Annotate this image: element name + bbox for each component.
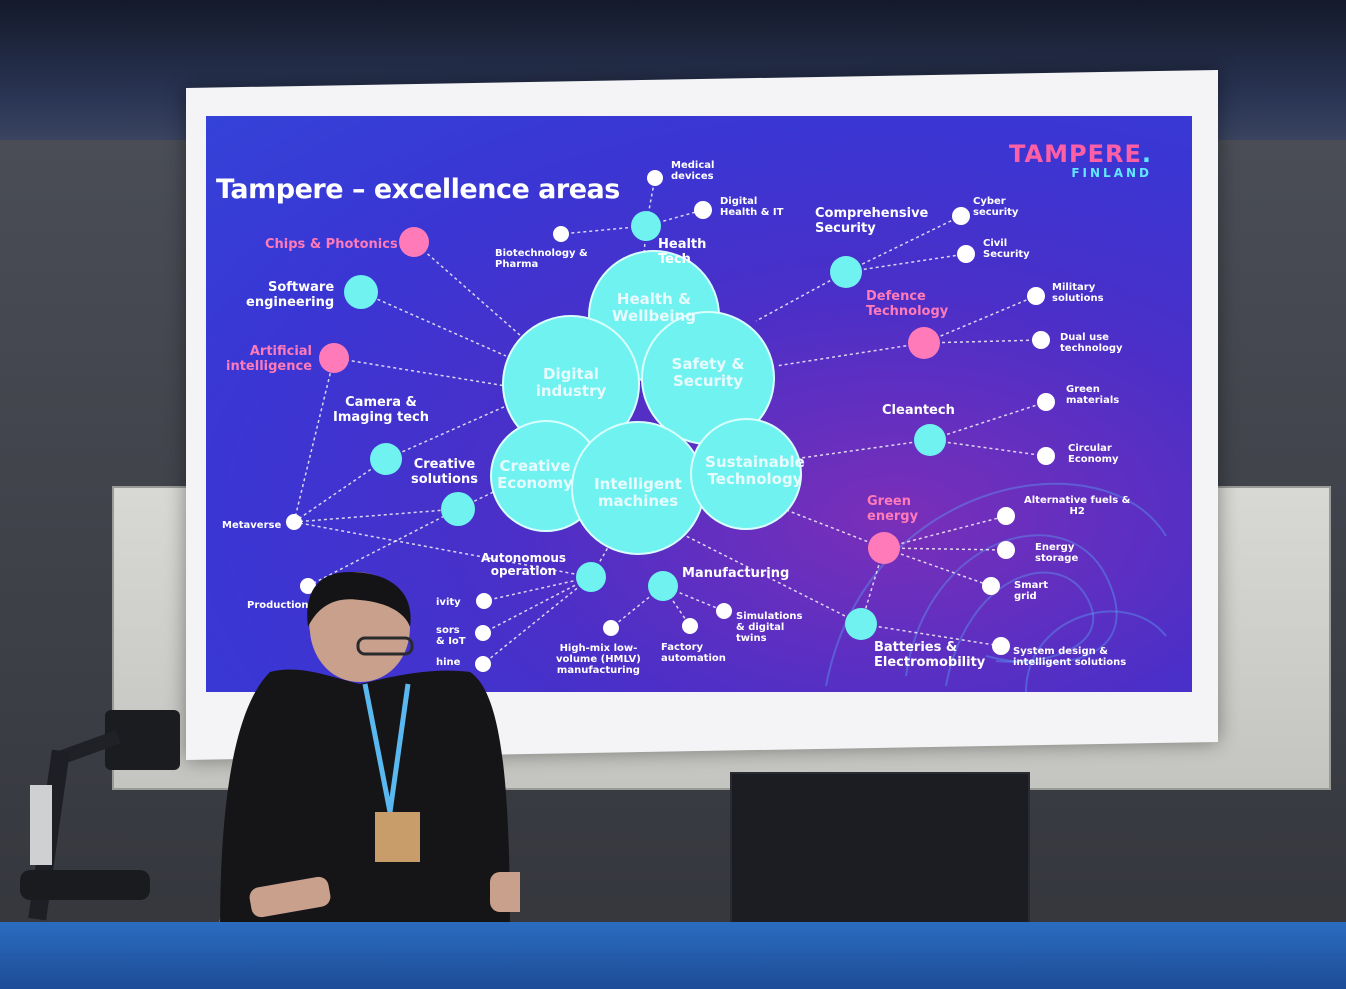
label-smart-grid: Smart grid xyxy=(1014,580,1049,602)
core-digital-industry: Digital industry xyxy=(535,365,607,400)
core-sustainable-technology: Sustainable Technology xyxy=(705,453,805,488)
label-partial-ivity: ivity xyxy=(436,597,461,608)
label-cleantech: Cleantech xyxy=(882,403,955,418)
label-partial-machine: hine xyxy=(436,657,461,668)
label-software-engineering: Software engineering xyxy=(246,280,335,310)
label-artificial-intelligence: Artificial intelligence xyxy=(226,344,313,374)
label-autonomous-operation: Autonomous operation xyxy=(481,551,567,578)
logo-subtitle: FINLAND xyxy=(1071,166,1152,180)
label-medical-devices: Medical devices xyxy=(671,160,715,182)
label-alternative-fuels: Alternative fuels & H2 xyxy=(1024,495,1131,517)
label-biotech-pharma: Biotechnology & Pharma xyxy=(495,248,588,270)
label-civil-security: Civil Security xyxy=(983,238,1030,260)
tampere-logo: TAMPERE. FINLAND xyxy=(1009,140,1152,180)
slide-network-graphic xyxy=(286,170,1167,692)
label-circular-economy: Circular Economy xyxy=(1068,443,1119,465)
label-comprehensive-security: Comprehensive Security xyxy=(815,206,929,236)
label-system-design: System design & intelligent solutions xyxy=(1013,646,1127,668)
label-digital-health-it: Digital Health & IT xyxy=(720,196,784,218)
label-hmlv-manufacturing: High-mix low- volume (HMLV) manufacturin… xyxy=(556,643,641,676)
label-health-tech: Health Tech xyxy=(658,237,707,267)
presenter xyxy=(220,572,520,932)
core-creative-economy: Creative Economy xyxy=(497,457,573,492)
document-camera xyxy=(20,710,180,921)
slide-title: Tampere – excellence areas xyxy=(216,174,620,205)
label-energy-storage: Energy storage xyxy=(1035,542,1079,564)
label-green-energy: Green energy xyxy=(867,494,919,524)
label-batteries-electromobility: Batteries & Electromobility xyxy=(874,640,986,670)
label-defence-technology: Defence Technology xyxy=(866,289,949,319)
label-creative-solutions: Creative solutions xyxy=(411,457,478,487)
label-military-solutions: Military solutions xyxy=(1052,282,1104,304)
core-intelligent-machines: Intelligent machines xyxy=(594,475,682,510)
label-simulations-digital-twins: Simulations & digital twins xyxy=(736,611,803,644)
core-safety-security: Safety & Security xyxy=(671,355,745,390)
lectern-desk xyxy=(0,922,1346,989)
label-dual-use: Dual use technology xyxy=(1060,332,1123,354)
logo-wordmark: TAMPERE xyxy=(1009,140,1142,168)
label-manufacturing: Manufacturing xyxy=(682,566,790,581)
label-partial-sensors-iot: sors & IoT xyxy=(436,625,466,647)
label-metaverse: Metaverse xyxy=(222,520,282,531)
label-green-materials: Green materials xyxy=(1066,384,1120,406)
core-health-wellbeing: Health & Wellbeing xyxy=(612,290,696,325)
label-chips-photonics: Chips & Photonics xyxy=(265,237,398,252)
label-cyber-security: Cyber security xyxy=(973,196,1019,218)
logo-dot: . xyxy=(1141,140,1152,168)
label-camera-imaging: Camera & Imaging tech xyxy=(333,395,429,425)
label-factory-automation: Factory automation xyxy=(661,642,726,664)
